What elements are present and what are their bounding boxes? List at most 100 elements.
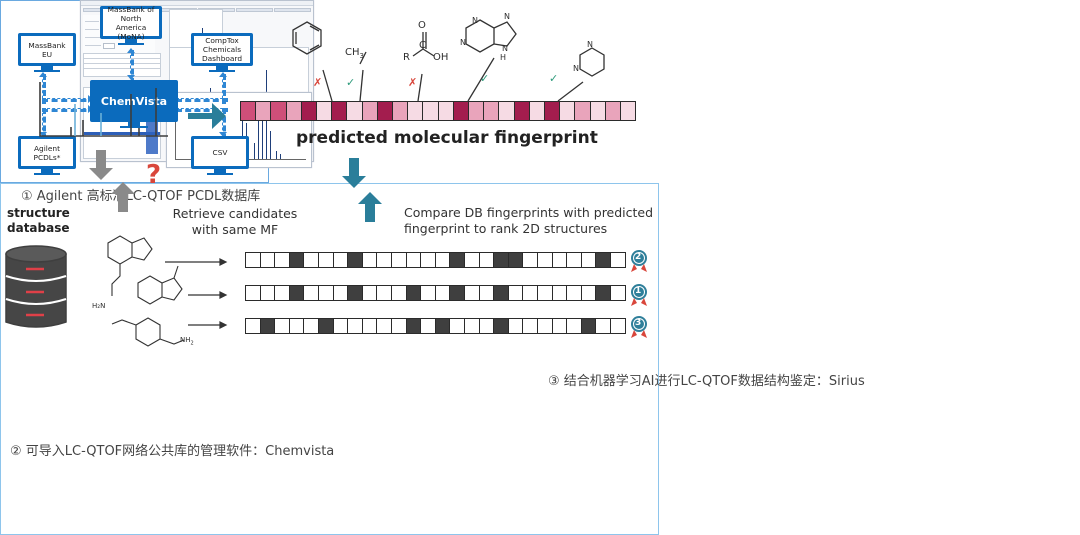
comptox-label: CompTox Chemicals Dashboard [191,33,253,66]
db-fingerprint-bit [361,285,378,301]
fingerprint-bit [346,101,363,121]
chemvista-label: ChemVista [90,80,178,122]
db-fingerprint-bit [449,318,466,334]
db-fingerprint-bit [595,318,612,334]
db-fingerprint-bit [332,285,349,301]
ch3-label: CH3 [345,47,364,60]
check-mark-pyrimidine: ✓ [549,72,559,85]
mona-label: MassBank of North America (MoNA) [100,5,162,41]
fingerprint-bit [528,101,546,121]
db-fingerprint-bit [566,285,582,301]
fingerprint-bit [285,101,302,121]
candidate-1 [107,235,133,265]
monitor-csv: CSV [191,136,249,175]
pyrimidine-n1-label: N [587,40,593,49]
ch3-bond [359,51,367,65]
pyrimidine-structure [579,47,605,77]
db-fingerprint-bit [537,285,553,301]
fingerprint-bit [513,101,530,121]
db-fingerprint-bit [434,318,451,334]
db-fingerprint-bit [522,285,539,301]
db-fingerprint-bit [376,318,393,334]
r-label: R [403,52,410,63]
db-fingerprint-bit [318,285,334,301]
check-mark-ch3: ✓ [346,76,356,89]
db-fingerprint-bit [318,252,334,268]
db-fingerprint-bit [332,252,349,268]
db-fingerprint-bit [332,318,349,334]
db-fingerprint-bit [405,285,422,301]
db-fingerprint-bit [595,285,612,301]
db-fingerprint-bit [493,252,509,268]
oh-label: OH [433,52,449,63]
monitor-agilent-pcdl: Agilent PCDLs* [18,136,76,175]
purine-n2-label: N [460,38,466,47]
db-fingerprint-bit [507,252,524,268]
db-fingerprint-bit [449,252,466,268]
db-fingerprint-bit [361,318,378,334]
fingerprint-bit [407,101,424,121]
retrieve-label: Retrieve candidates with same MF [172,206,298,237]
sirius-diagram: predicted molecular fingerprint ? struct… [0,12,659,535]
ms-spectrum [39,82,168,137]
db-fingerprint-bit [610,318,626,334]
cross-mark-carboxyl: ✗ [408,76,418,89]
o-label: O [418,20,426,31]
arrow-down-gray [89,150,113,180]
purine-h-label: H [500,53,507,62]
db-fingerprint-bit [274,318,290,334]
fingerprint-bit [240,101,257,121]
fingerprint-bit [331,101,348,121]
db-fingerprint-bit [551,285,568,301]
db-fingerprint-bit [420,285,436,301]
fingerprint-bit [316,101,333,121]
db-fingerprint-bit [259,318,276,334]
benzene-structure [292,21,322,55]
db-fingerprint-bit [507,318,524,334]
db-fingerprint-bit [288,285,305,301]
db-fingerprint-bit [376,252,393,268]
db-fingerprint-bit [537,318,553,334]
db-fingerprint-bit [303,318,320,334]
db-fingerprint-bit [318,318,334,334]
caption-agilent: ① Agilent 高标准LC-QTOF PCDL数据库 [21,189,261,204]
caption-chemvista: ② 可导入LC-QTOF网络公共库的管理软件：Chemvista [10,444,335,459]
db-fingerprint-bit [405,318,422,334]
db-fingerprint-bit [580,252,597,268]
purine-n4-label: N [502,44,508,53]
selected-row [84,132,160,135]
fingerprint-bit [589,101,606,121]
db-fingerprint-bit [303,285,320,301]
db-fingerprint-bit [405,252,422,268]
fingerprint-bit [559,101,576,121]
db-fingerprint-bit [522,252,539,268]
arrow-up-gray [111,182,135,212]
purine-structure [465,19,495,53]
fingerprint-bit [300,101,318,121]
db-fingerprint-bit [478,252,495,268]
fingerprint-bit [255,101,272,121]
pyrimidine-n2-label: N [573,64,579,73]
db-fingerprint-bit [478,318,495,334]
cross-mark-benzene: ✗ [313,76,323,89]
db-fingerprint-bit [434,285,451,301]
fingerprint-bit [483,101,500,121]
purine-n3-label: N [504,12,510,21]
candidate-3 [135,317,161,347]
monitor-chemvista: ChemVista [90,80,178,128]
candidate-2 [137,275,163,305]
fingerprint-bit [452,101,470,121]
csv-label: CSV [191,136,249,169]
rank-number: 3 [635,318,642,328]
db-fingerprint-bit [580,318,597,334]
candidate-structures [107,235,185,347]
db-fingerprint-bit [449,285,466,301]
arrow-up-teal [358,192,382,222]
db-fingerprint-bit [464,318,480,334]
fingerprint-bit [620,101,637,121]
db-fingerprint-bit [391,318,407,334]
fingerprint-bit [437,101,454,121]
arrowhead [219,132,227,137]
fragment-structures [292,19,605,102]
db-fingerprint-bit [580,285,597,301]
